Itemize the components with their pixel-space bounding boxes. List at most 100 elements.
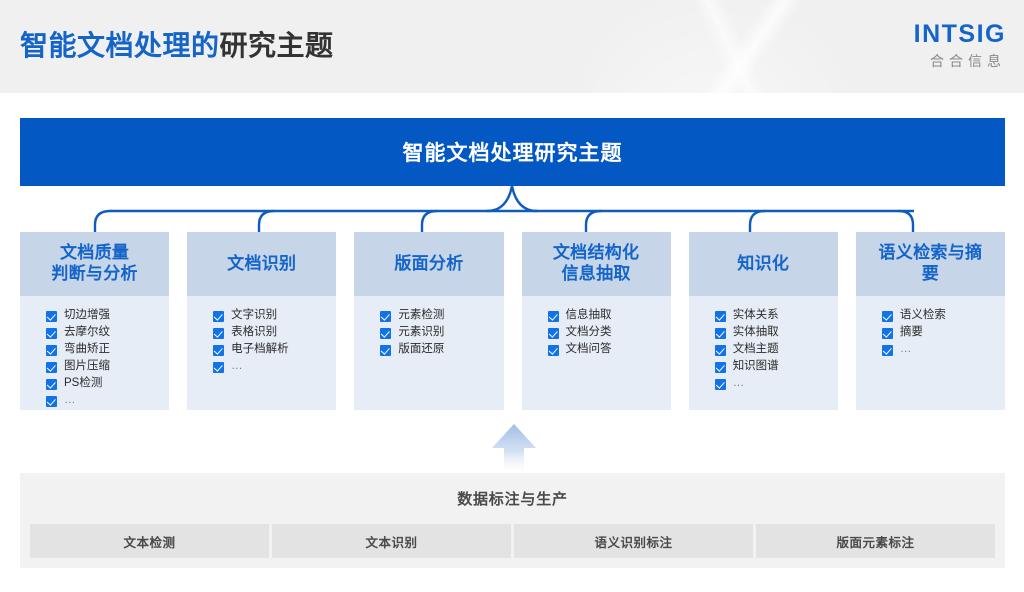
list-item[interactable]: 摘要 xyxy=(856,325,1005,341)
data-annotation-cell[interactable]: 版面元素标注 xyxy=(756,524,995,558)
column-title-line2: 判断与分析 xyxy=(51,264,138,283)
checkbox-checked-icon[interactable] xyxy=(881,344,893,356)
checkbox-checked-icon[interactable] xyxy=(213,310,225,322)
list-item-label: 版面还原 xyxy=(398,343,445,356)
checkbox-checked-icon[interactable] xyxy=(547,344,559,356)
list-item[interactable]: 弯曲矫正 xyxy=(20,342,169,358)
checkbox-checked-icon[interactable] xyxy=(46,361,57,373)
data-annotation-cell[interactable]: 文本检测 xyxy=(30,524,269,558)
list-item[interactable]: … xyxy=(20,393,169,409)
column-header: 语义检索与摘 要 xyxy=(855,232,1006,296)
list-item-label: 摘要 xyxy=(899,326,923,339)
checkbox-checked-icon[interactable] xyxy=(46,310,57,322)
checkbox-checked-icon[interactable] xyxy=(714,361,726,373)
topic-column-structured-extraction[interactable]: 文档结构化 信息抽取 信息抽取 文档分类 文档问答 xyxy=(521,232,671,410)
list-item-label: 实体关系 xyxy=(732,309,779,322)
list-item[interactable]: … xyxy=(689,376,838,392)
list-item-label: 元素识别 xyxy=(398,326,445,339)
list-item[interactable]: 版面还原 xyxy=(354,342,503,358)
list-item[interactable]: 切边增强 xyxy=(20,308,169,324)
page-title: 智能文档处理的研究主题 xyxy=(20,24,334,64)
list-item[interactable]: 实体抽取 xyxy=(689,325,838,341)
list-item-label: 知识图谱 xyxy=(732,360,779,373)
column-title-line2: 信息抽取 xyxy=(561,264,631,283)
item-list: 切边增强 去摩尔纹 弯曲矫正 图片压缩 PS检测 … xyxy=(20,308,169,409)
column-title: 语义检索与摘 要 xyxy=(879,243,983,284)
checkbox-checked-icon[interactable] xyxy=(46,344,57,356)
column-title-line1: 文档结构化 xyxy=(552,243,640,263)
list-item-label: 文档分类 xyxy=(565,326,612,339)
list-item-label: 切边增强 xyxy=(64,309,110,322)
topic-column-knowledge[interactable]: 知识化 实体关系 实体抽取 文档主题 知识图谱 … xyxy=(688,232,838,410)
checkbox-checked-icon[interactable] xyxy=(547,310,559,322)
data-annotation-panel: 数据标注与生产 文本检测 文本识别 语义识别标注 版面元素标注 xyxy=(20,473,1005,568)
page-title-rest: 研究主题 xyxy=(219,30,334,61)
list-item-label: PS检测 xyxy=(64,377,103,390)
checkbox-checked-icon[interactable] xyxy=(380,344,392,356)
list-item[interactable]: 表格识别 xyxy=(187,325,336,341)
connector-center-peak xyxy=(485,185,539,213)
checkbox-checked-icon[interactable] xyxy=(213,327,225,339)
checkbox-checked-icon[interactable] xyxy=(714,378,726,390)
topic-column-semantic-search-summary[interactable]: 语义检索与摘 要 语义检索 摘要 … xyxy=(855,232,1006,410)
column-body: 信息抽取 文档分类 文档问答 xyxy=(521,296,671,410)
list-item-label: 文字识别 xyxy=(231,309,278,322)
item-list: 语义检索 摘要 … xyxy=(856,308,1005,358)
checkbox-checked-icon[interactable] xyxy=(714,327,726,339)
item-list: 元素检测 元素识别 版面还原 xyxy=(354,308,503,358)
checkbox-checked-icon[interactable] xyxy=(213,344,225,356)
checkbox-checked-icon[interactable] xyxy=(46,395,57,407)
checkbox-checked-icon[interactable] xyxy=(714,310,726,322)
list-item[interactable]: 实体关系 xyxy=(689,308,838,324)
brand-name: INTSIG xyxy=(913,20,1006,48)
brand-logo: INTSIG 合合信息 xyxy=(913,20,1006,69)
column-body: 语义检索 摘要 … xyxy=(855,296,1006,410)
list-item[interactable]: … xyxy=(187,359,336,375)
list-item[interactable]: 文字识别 xyxy=(187,308,336,324)
list-item[interactable]: 文档主题 xyxy=(689,342,838,358)
root-banner-label: 智能文档处理研究主题 xyxy=(402,142,623,165)
data-annotation-cell[interactable]: 语义识别标注 xyxy=(514,524,753,558)
list-item[interactable]: 图片压缩 xyxy=(20,359,169,375)
checkbox-checked-icon[interactable] xyxy=(46,378,57,390)
topic-column-document-quality[interactable]: 文档质量 判断与分析 切边增强 去摩尔纹 弯曲矫正 图片压缩 PS检测 … xyxy=(20,232,170,410)
list-item-label: … xyxy=(899,343,913,356)
item-list: 实体关系 实体抽取 文档主题 知识图谱 … xyxy=(689,308,838,392)
data-annotation-cell[interactable]: 文本识别 xyxy=(272,524,511,558)
list-item-label: … xyxy=(231,360,245,373)
checkbox-checked-icon[interactable] xyxy=(213,361,225,373)
list-item-label: … xyxy=(64,394,77,407)
checkbox-checked-icon[interactable] xyxy=(714,344,726,356)
list-item-label: 语义检索 xyxy=(899,309,946,322)
list-item[interactable]: 元素识别 xyxy=(354,325,503,341)
list-item-label: 表格识别 xyxy=(231,326,278,339)
checkbox-checked-icon[interactable] xyxy=(881,327,893,339)
checkbox-checked-icon[interactable] xyxy=(881,310,893,322)
list-item-label: 文档问答 xyxy=(565,343,612,356)
list-item[interactable]: 知识图谱 xyxy=(689,359,838,375)
column-title-line1: 文档质量 xyxy=(59,243,130,263)
list-item[interactable]: 元素检测 xyxy=(354,308,503,324)
list-item-label: 实体抽取 xyxy=(732,326,779,339)
list-item[interactable]: 去摩尔纹 xyxy=(20,325,169,341)
topic-column-document-recognition[interactable]: 文档识别 文字识别 表格识别 电子档解析 … xyxy=(187,232,337,410)
list-item[interactable]: 电子档解析 xyxy=(187,342,336,358)
checkbox-checked-icon[interactable] xyxy=(380,327,392,339)
list-item[interactable]: PS检测 xyxy=(20,376,169,392)
checkbox-checked-icon[interactable] xyxy=(46,327,57,339)
list-item[interactable]: 信息抽取 xyxy=(522,308,671,324)
column-title: 版面分析 xyxy=(394,253,464,273)
list-item[interactable]: 语义检索 xyxy=(856,308,1005,324)
checkbox-checked-icon[interactable] xyxy=(547,327,559,339)
list-item[interactable]: 文档问答 xyxy=(522,342,671,358)
list-item[interactable]: 文档分类 xyxy=(522,325,671,341)
list-item-label: 弯曲矫正 xyxy=(64,343,110,356)
list-item-label: 电子档解析 xyxy=(231,343,289,356)
column-body: 切边增强 去摩尔纹 弯曲矫正 图片压缩 PS检测 … xyxy=(20,296,170,410)
column-header: 版面分析 xyxy=(354,232,504,296)
topic-columns: 文档质量 判断与分析 切边增强 去摩尔纹 弯曲矫正 图片压缩 PS检测 … 文档… xyxy=(20,232,1006,410)
list-item[interactable]: … xyxy=(856,342,1005,358)
topic-column-layout-analysis[interactable]: 版面分析 元素检测 元素识别 版面还原 xyxy=(354,232,504,410)
checkbox-checked-icon[interactable] xyxy=(380,310,392,322)
